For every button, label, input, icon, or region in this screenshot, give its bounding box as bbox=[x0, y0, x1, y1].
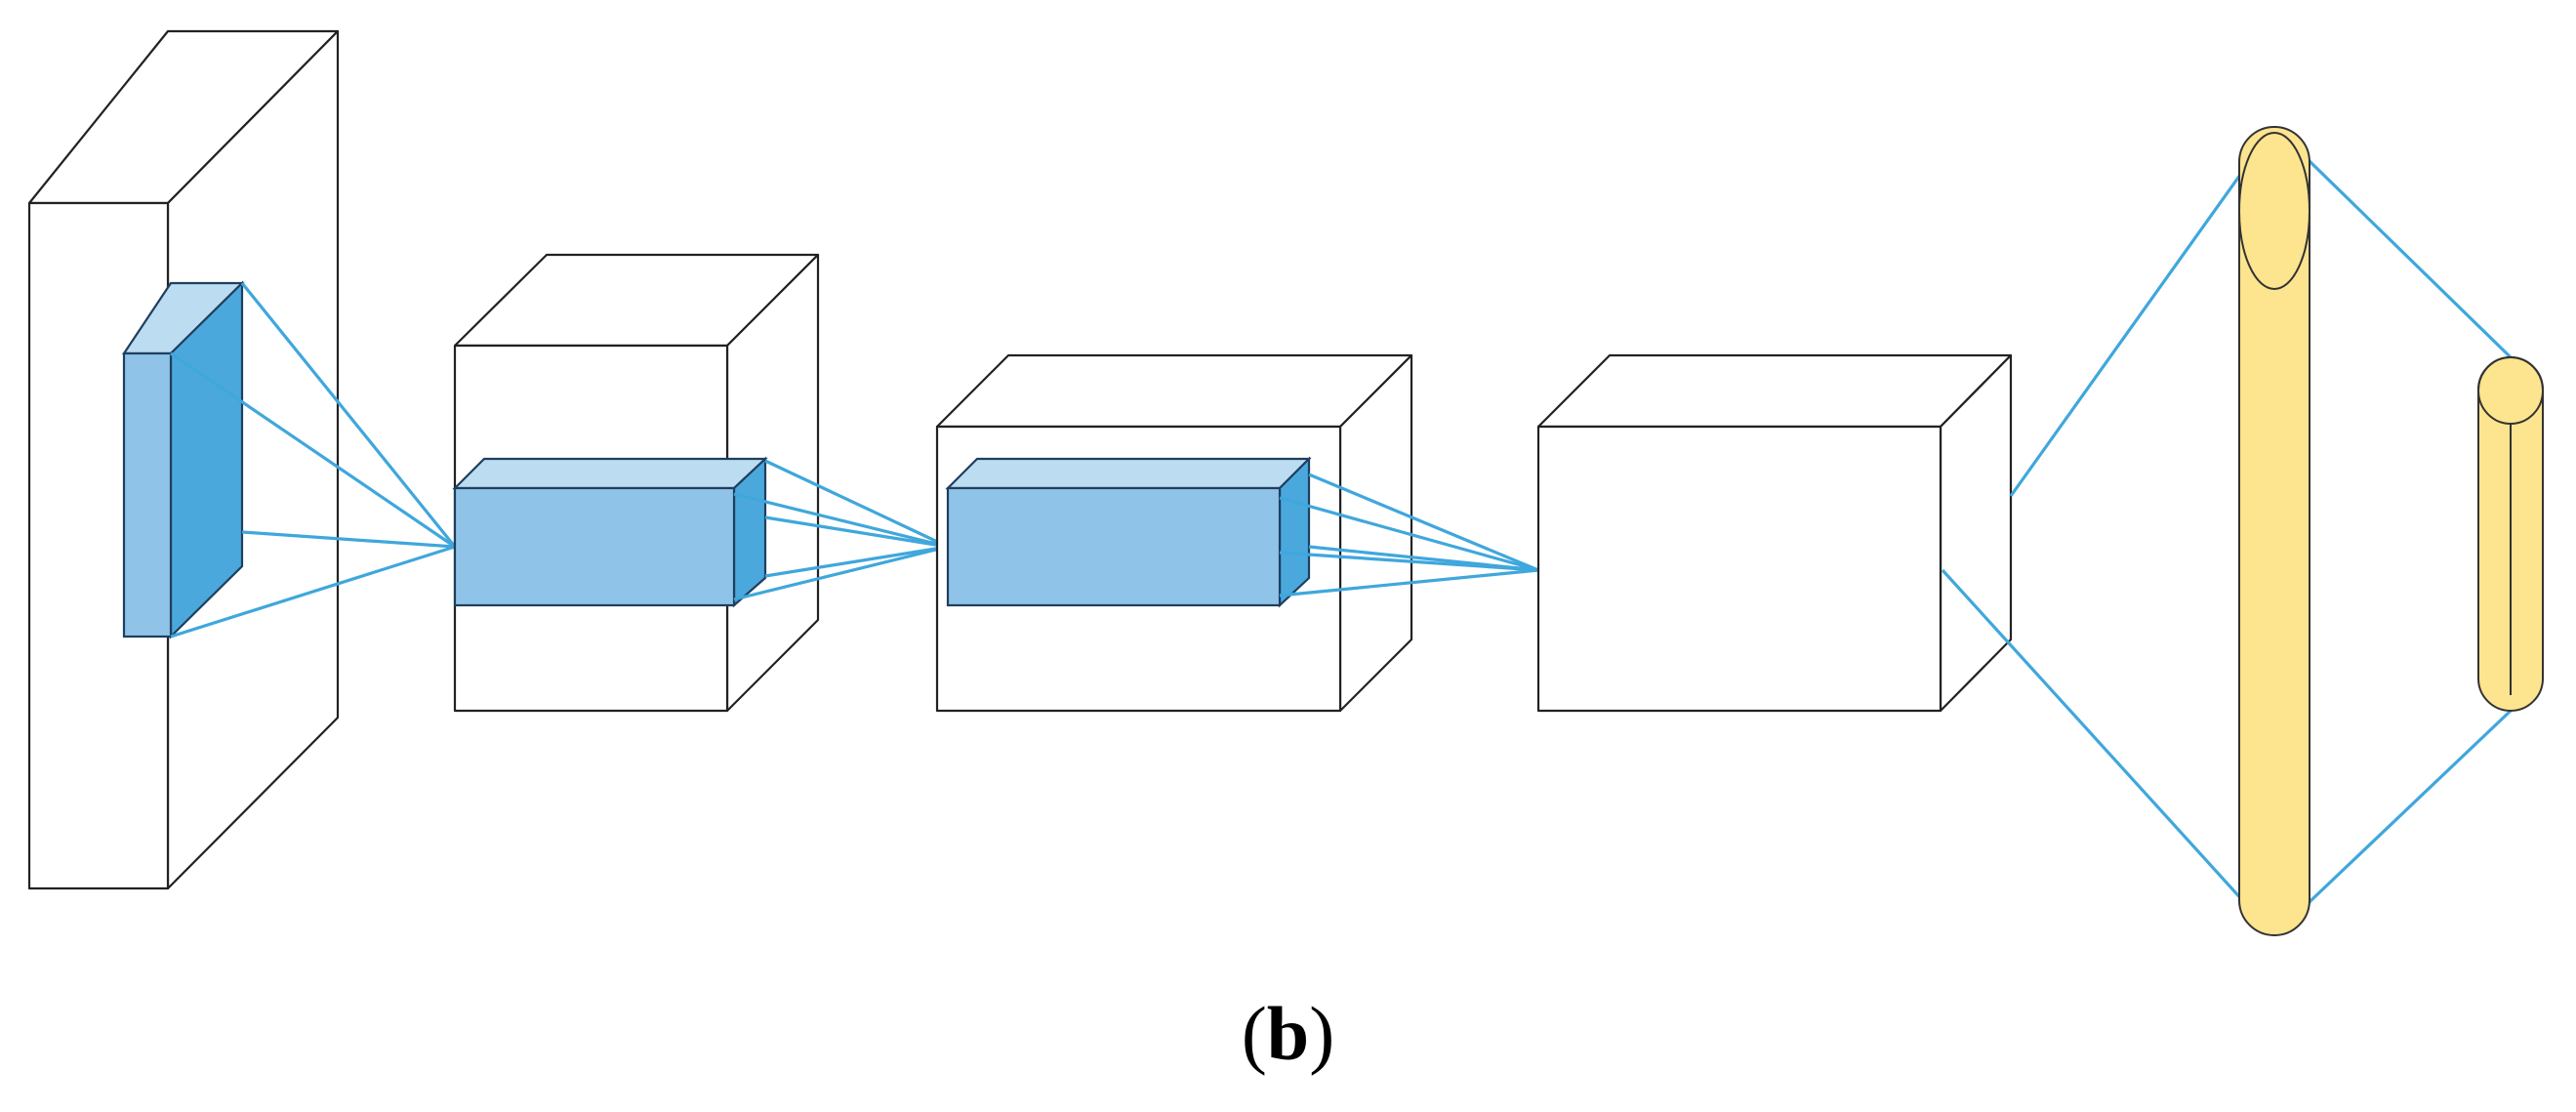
connection-line bbox=[1279, 496, 1539, 572]
pooling-volume-top-face bbox=[1536, 353, 2013, 429]
pooling-volume bbox=[1536, 353, 2013, 713]
input-volume bbox=[27, 29, 340, 890]
figure-caption: (b) bbox=[0, 996, 2576, 1072]
dense-cylinder-body bbox=[2238, 126, 2310, 936]
connections-4 bbox=[1941, 126, 2276, 937]
input-kernel bbox=[121, 280, 245, 639]
connection-line bbox=[170, 351, 456, 549]
caption-open-paren: ( bbox=[1241, 991, 1267, 1076]
connection-line bbox=[764, 459, 949, 549]
pooling-volume-front-face bbox=[1536, 425, 1942, 713]
connection-line bbox=[1279, 551, 1539, 572]
connection-line bbox=[1279, 568, 1539, 597]
conv1-kernel-top-face bbox=[452, 457, 768, 490]
connections-1 bbox=[170, 281, 457, 638]
conv2-kernel-front-face bbox=[946, 486, 1282, 607]
connection-line bbox=[764, 545, 949, 578]
connection-line bbox=[1308, 473, 1539, 572]
connection-line bbox=[1941, 568, 2276, 937]
connections-2 bbox=[733, 459, 949, 601]
output-cylinder bbox=[2477, 356, 2544, 712]
connection-line bbox=[764, 515, 949, 549]
connection-line bbox=[733, 545, 949, 601]
conv-volume-2-top-face bbox=[935, 353, 1413, 429]
connection-line bbox=[733, 492, 949, 549]
conv1-kernel bbox=[452, 456, 768, 608]
connections-3 bbox=[1279, 473, 1539, 597]
caption-label: b bbox=[1266, 991, 1310, 1076]
connections-5 bbox=[2272, 125, 2513, 937]
input-kernel-front-face bbox=[122, 351, 173, 638]
connection-line bbox=[2272, 709, 2513, 937]
connection-line bbox=[170, 545, 456, 638]
connection-line bbox=[241, 530, 456, 549]
conv2-kernel-top-face bbox=[945, 457, 1312, 490]
connection-line bbox=[2009, 126, 2276, 497]
caption-close-paren: ) bbox=[1309, 991, 1335, 1076]
connection-line bbox=[2272, 125, 2513, 359]
conv1-kernel-front-face bbox=[453, 486, 736, 607]
conv2-kernel bbox=[945, 456, 1312, 608]
dense-cylinder bbox=[2238, 126, 2310, 936]
connection-line bbox=[240, 281, 457, 549]
